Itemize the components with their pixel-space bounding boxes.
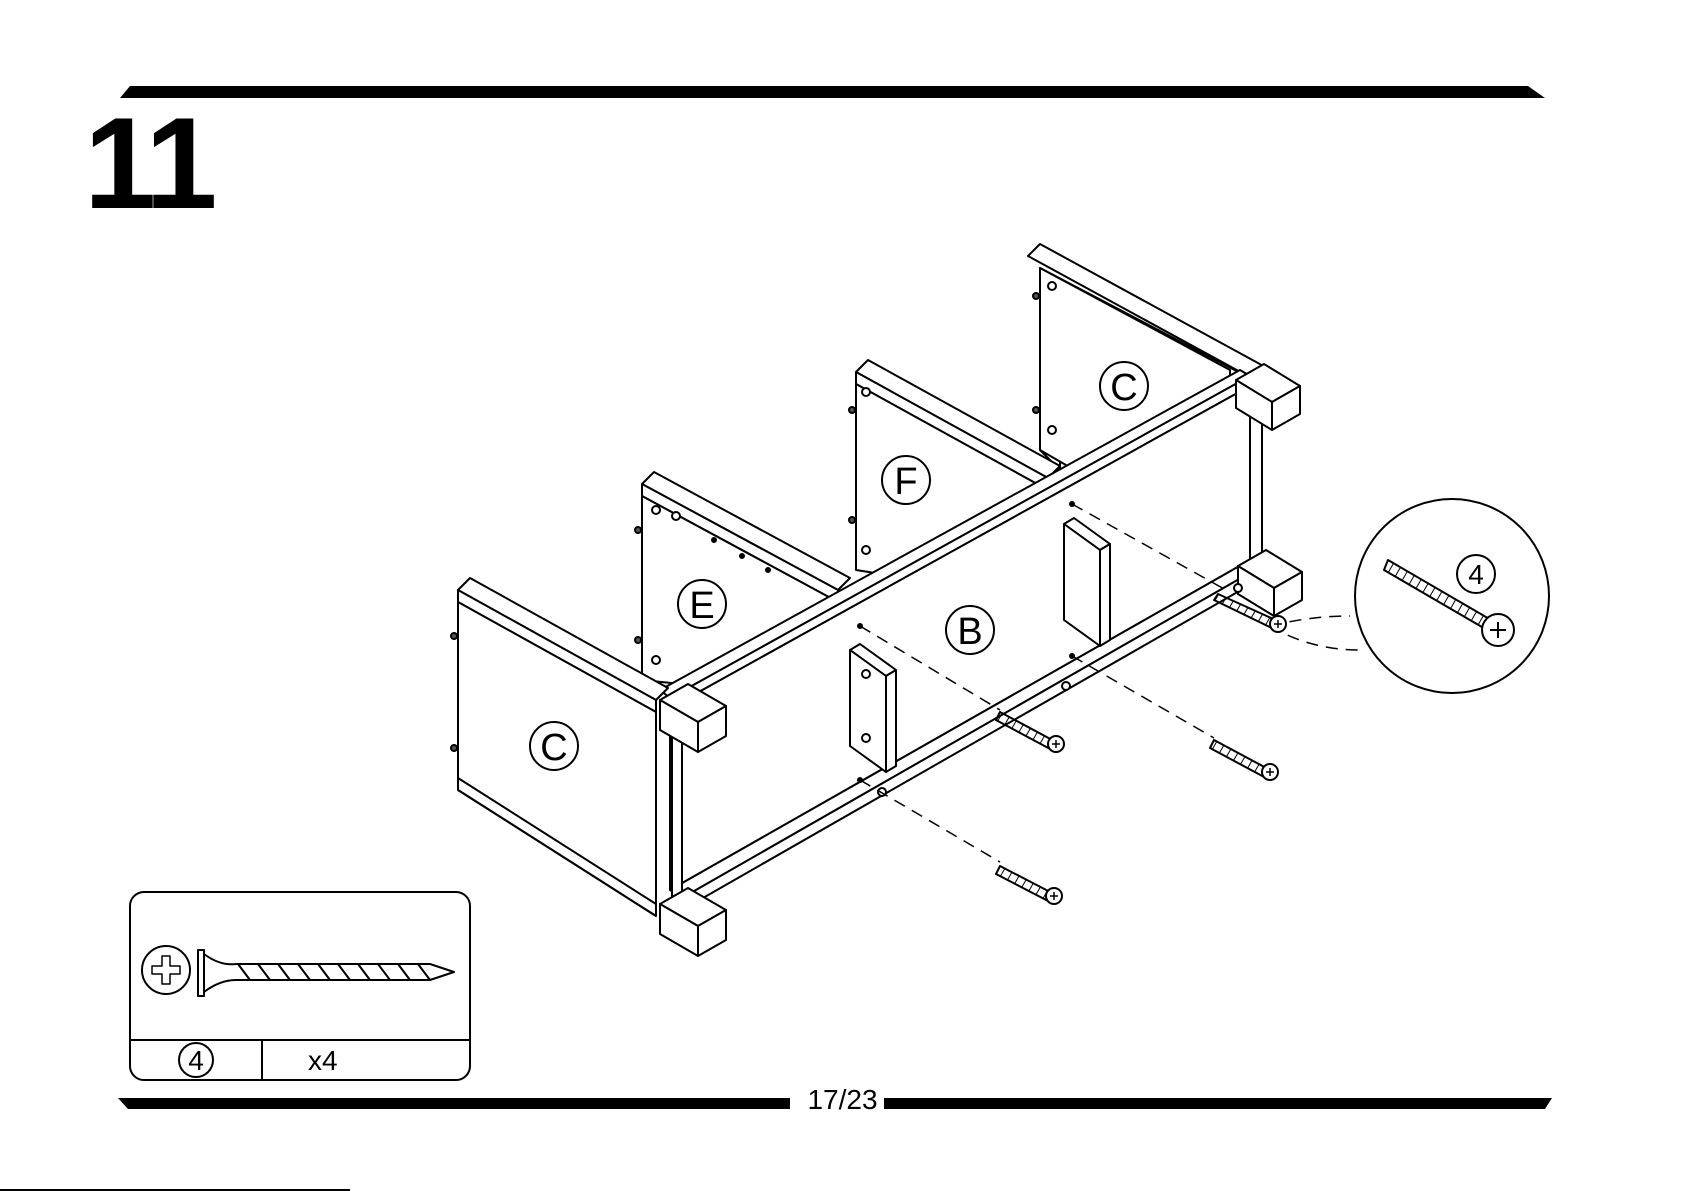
page-number-text: 17/23 <box>801 1084 883 1115</box>
parts-box <box>130 892 470 1080</box>
label-panel-c-front: C <box>540 727 567 769</box>
label-parts-box-part: 4 <box>188 1045 204 1076</box>
corner-block-back-bottom <box>1238 550 1302 616</box>
page-number: 17/23 <box>0 1086 1685 1114</box>
label-parts-box-qty: x4 <box>308 1045 338 1076</box>
label-panel-c-back: C <box>1110 367 1137 409</box>
label-detail-part: 4 <box>1468 559 1484 590</box>
label-panel-b: B <box>957 611 982 653</box>
label-panel-f: F <box>894 461 917 503</box>
screw-3 <box>1210 740 1278 780</box>
detail-magnifier <box>1355 499 1549 693</box>
screw-2 <box>996 712 1064 752</box>
header-bar <box>120 86 1545 98</box>
corner-block-front-bottom <box>660 888 726 956</box>
screw-4 <box>996 866 1062 904</box>
label-panel-e: E <box>689 585 714 627</box>
